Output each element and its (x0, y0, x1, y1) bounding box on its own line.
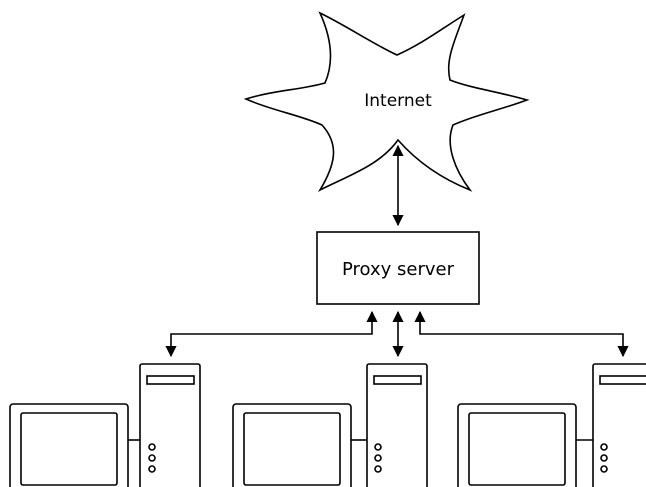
client-computer-3 (457, 363, 646, 487)
tower-drive-bay (373, 375, 422, 385)
proxy-server-node: Proxy server (316, 231, 480, 305)
tower-led-2 (374, 454, 382, 462)
tower-drive-bay (599, 375, 646, 385)
monitor-screen (468, 412, 566, 486)
tower-led-3 (148, 465, 156, 473)
internet-node: Internet (243, 11, 530, 192)
internet-label: Internet (364, 91, 432, 111)
proxy-client-3-link (414, 310, 629, 358)
tower-led-2 (600, 454, 608, 462)
tower-led-1 (600, 443, 608, 451)
tower-led-3 (374, 465, 382, 473)
tower-led-2 (148, 454, 156, 462)
client-computer-1 (9, 363, 201, 487)
proxy-client-1-link (165, 310, 378, 358)
tower-case (366, 363, 428, 487)
tower-led-1 (148, 443, 156, 451)
tower-led-1 (374, 443, 382, 451)
tower-led-3 (600, 465, 608, 473)
proxy-server-label: Proxy server (342, 259, 455, 280)
proxy-server-box (316, 231, 480, 305)
monitor-screen (243, 412, 341, 486)
client-computer-2 (232, 363, 428, 487)
monitor-screen (20, 412, 118, 486)
internet-cloud-shape (243, 11, 530, 192)
tower-drive-bay (146, 375, 195, 385)
